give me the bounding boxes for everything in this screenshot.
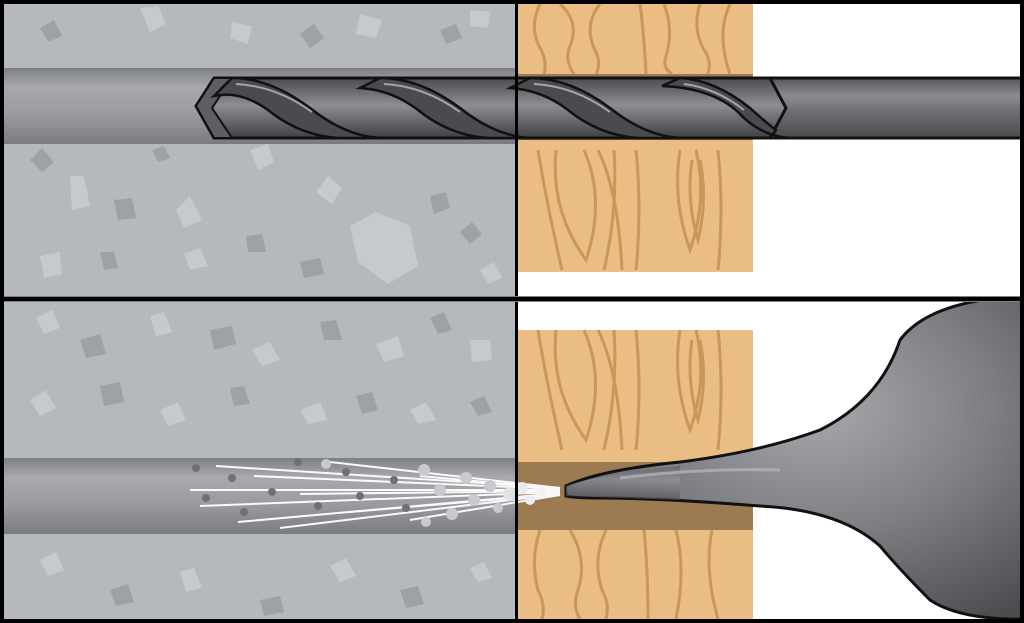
- wood-grain: [533, 329, 723, 619]
- blow-bulb-nozzle: [564, 302, 1020, 619]
- drill-bit: [194, 76, 1020, 140]
- concrete-aggregate: [30, 6, 502, 284]
- panel-drilling: [4, 4, 1020, 296]
- wood-grain: [533, 4, 732, 271]
- blow-bulb: [564, 302, 1020, 619]
- drill-tip: [194, 77, 234, 139]
- concrete-aggregate: [30, 310, 492, 616]
- panel-cleaning: [4, 302, 1020, 619]
